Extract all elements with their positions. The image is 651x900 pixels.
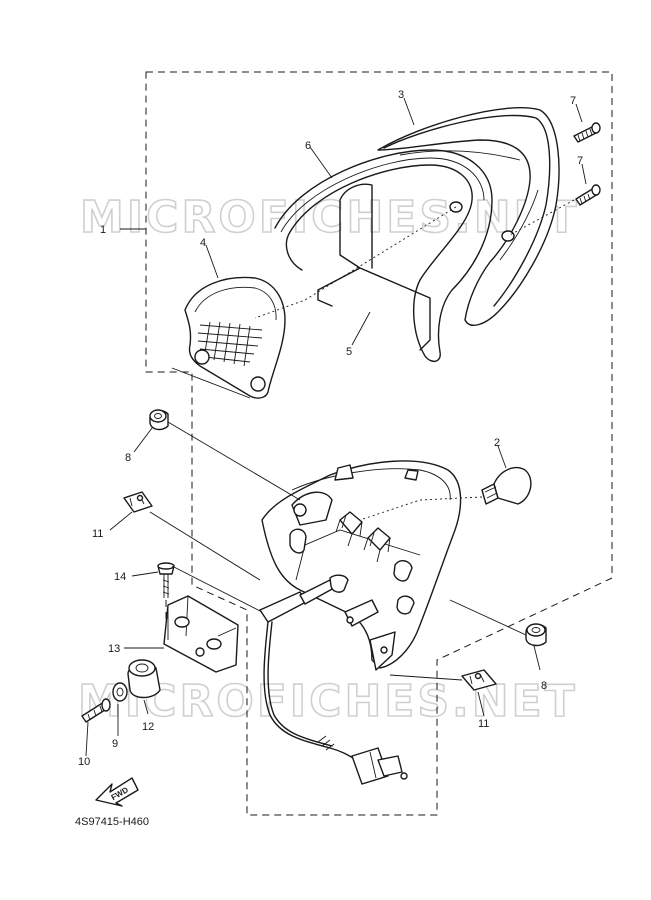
callout-11-lower: 11	[478, 718, 489, 730]
callout-11-upper: 11	[92, 528, 103, 540]
callout-7-upper: 7	[570, 95, 576, 107]
alignment-line-clip-lower	[389, 674, 463, 681]
watermark-top: MICROFICHES.NET	[80, 192, 580, 243]
leader-lines	[85, 97, 587, 757]
callout-7-lower: 7	[577, 155, 583, 167]
callout-5: 5	[346, 346, 352, 358]
diagram-reference-code: 4S97415-H460	[75, 816, 149, 828]
bulb-socket	[335, 511, 391, 563]
callout-12: 12	[142, 721, 154, 733]
alignment-line-grommet-lower	[449, 599, 527, 636]
assembly-boundary	[145, 71, 613, 816]
callout-1: 1	[100, 224, 106, 236]
callout-4: 4	[200, 237, 206, 249]
part-11-clip-upper	[123, 491, 153, 513]
part-2-bulb	[481, 466, 532, 505]
part-5-reflector-frame	[317, 183, 431, 351]
wire-connector	[351, 747, 408, 785]
callout-9: 9	[112, 738, 118, 750]
part-8-grommet-lower	[525, 623, 547, 647]
callout-13: 13	[108, 643, 120, 655]
callout-10: 10	[78, 756, 90, 768]
part-7-screw-lower	[575, 184, 601, 206]
part-7-screw-upper	[573, 122, 601, 143]
callout-6: 6	[305, 140, 311, 152]
part-9-washer	[112, 682, 128, 702]
part-6-gasket	[274, 149, 493, 363]
alignment-line-bolt-housing	[171, 565, 263, 613]
alignment-line-grommet-upper	[167, 421, 301, 501]
part-13-bracket	[163, 595, 239, 673]
part-12-rubber-grommet	[127, 659, 161, 699]
part-base-housing	[259, 460, 462, 671]
alignment-line-base	[171, 367, 251, 399]
part-8-grommet-upper	[149, 409, 169, 431]
wire-harness	[263, 621, 361, 763]
part-14-bolt	[157, 562, 175, 598]
alignment-line-bulb	[359, 496, 483, 521]
part-4-reflector	[184, 276, 286, 399]
grille-pattern	[197, 321, 263, 367]
alignment-line-clip-upper	[149, 511, 261, 581]
callout-2: 2	[494, 437, 500, 449]
callout-8-lower: 8	[541, 680, 547, 692]
callout-3: 3	[398, 89, 404, 101]
forward-direction-arrow: FWD	[95, 777, 139, 807]
callout-8-upper: 8	[125, 452, 131, 464]
part-10-screw	[81, 698, 111, 723]
part-11-clip-lower	[461, 669, 497, 691]
callout-14: 14	[114, 571, 126, 583]
